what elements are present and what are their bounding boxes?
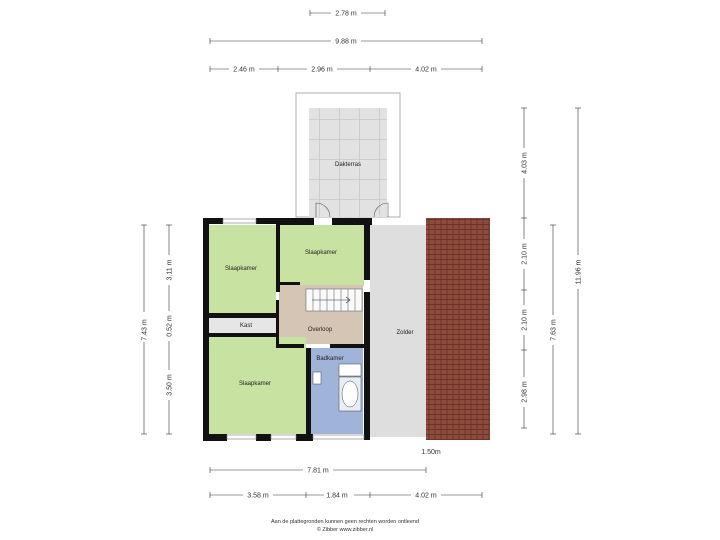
dim-top-3c: 4.02 m (415, 67, 437, 74)
dim-left-b: 0.52 m (167, 315, 174, 337)
dim-right-c: 2.10 m (522, 309, 529, 331)
dim-right-a: 4.03 m (522, 152, 529, 174)
room-label-badkamer: Badkamer (316, 356, 343, 362)
staircase (305, 288, 363, 312)
zolder (370, 225, 426, 437)
dim-top-2: 9.88 m (335, 39, 357, 46)
room-label-dakterras: Dakterras (335, 162, 361, 168)
right-dimension-labels: 4.03 m 2.10 m 2.10 m 2.98 m 7.63 m 11.96… (519, 148, 583, 407)
room-label-slaapkamer-top-left: Slaapkamer (225, 266, 257, 272)
windows (222, 218, 365, 440)
dim-right-mid: 7.63 m (551, 319, 558, 341)
dim-bottom-2a: 3.58 m (247, 493, 269, 500)
footer-copyright: © Zibber www.zibber.nl (317, 526, 373, 533)
walls (203, 218, 372, 441)
dim-right-total: 11.96 m (576, 259, 583, 284)
dim-left-a: 3.11 m (167, 259, 174, 280)
dim-top-3a: 2.46 m (233, 67, 255, 74)
left-dimension-labels: 7.43 m 3.11 m 0.52 m 3.50 m (139, 255, 174, 400)
room-label-slaapkamer-bottom: Slaapkamer (239, 381, 271, 387)
slaapkamer-bottom (209, 337, 306, 434)
bathroom-fixtures (312, 363, 362, 412)
room-label-zolder: Zolder (396, 330, 413, 336)
slaapkamer-top-mid (280, 225, 364, 286)
slaapkamer-top-left (209, 225, 276, 314)
dim-top-3b: 2.96 m (311, 67, 333, 74)
room-label-slaapkamer-top-mid: Slaapkamer (305, 250, 337, 256)
footer-disclaimer: Aan de plattegronden kunnen geen rechten… (271, 519, 419, 525)
dim-top-1: 2.78 m (335, 11, 357, 18)
room-label-overloop: Overloop (308, 327, 333, 333)
height-note: 1.50m (421, 449, 441, 456)
dim-bottom-1: 7.81 m (307, 468, 329, 475)
dim-left-c: 3.50 m (167, 374, 174, 396)
dim-bottom-2b: 1.84 m (326, 493, 348, 500)
dim-right-d: 2.98 m (522, 381, 529, 403)
kast (209, 318, 276, 333)
top-dimension-labels: 2.78 m 9.88 m 2.46 m 2.96 m 4.02 m (229, 8, 441, 74)
dim-right-b: 2.10 m (522, 243, 529, 265)
roof-tiles (426, 218, 490, 440)
right-dimensions (521, 107, 581, 435)
room-label-kast: Kast (240, 323, 252, 329)
dakterras: Dakterras (295, 92, 401, 218)
bottom-dimension-labels: 7.81 m 3.58 m 1.84 m 4.02 m (243, 465, 441, 500)
dim-bottom-2c: 4.02 m (415, 493, 437, 500)
dim-left-total: 7.43 m (142, 319, 149, 341)
